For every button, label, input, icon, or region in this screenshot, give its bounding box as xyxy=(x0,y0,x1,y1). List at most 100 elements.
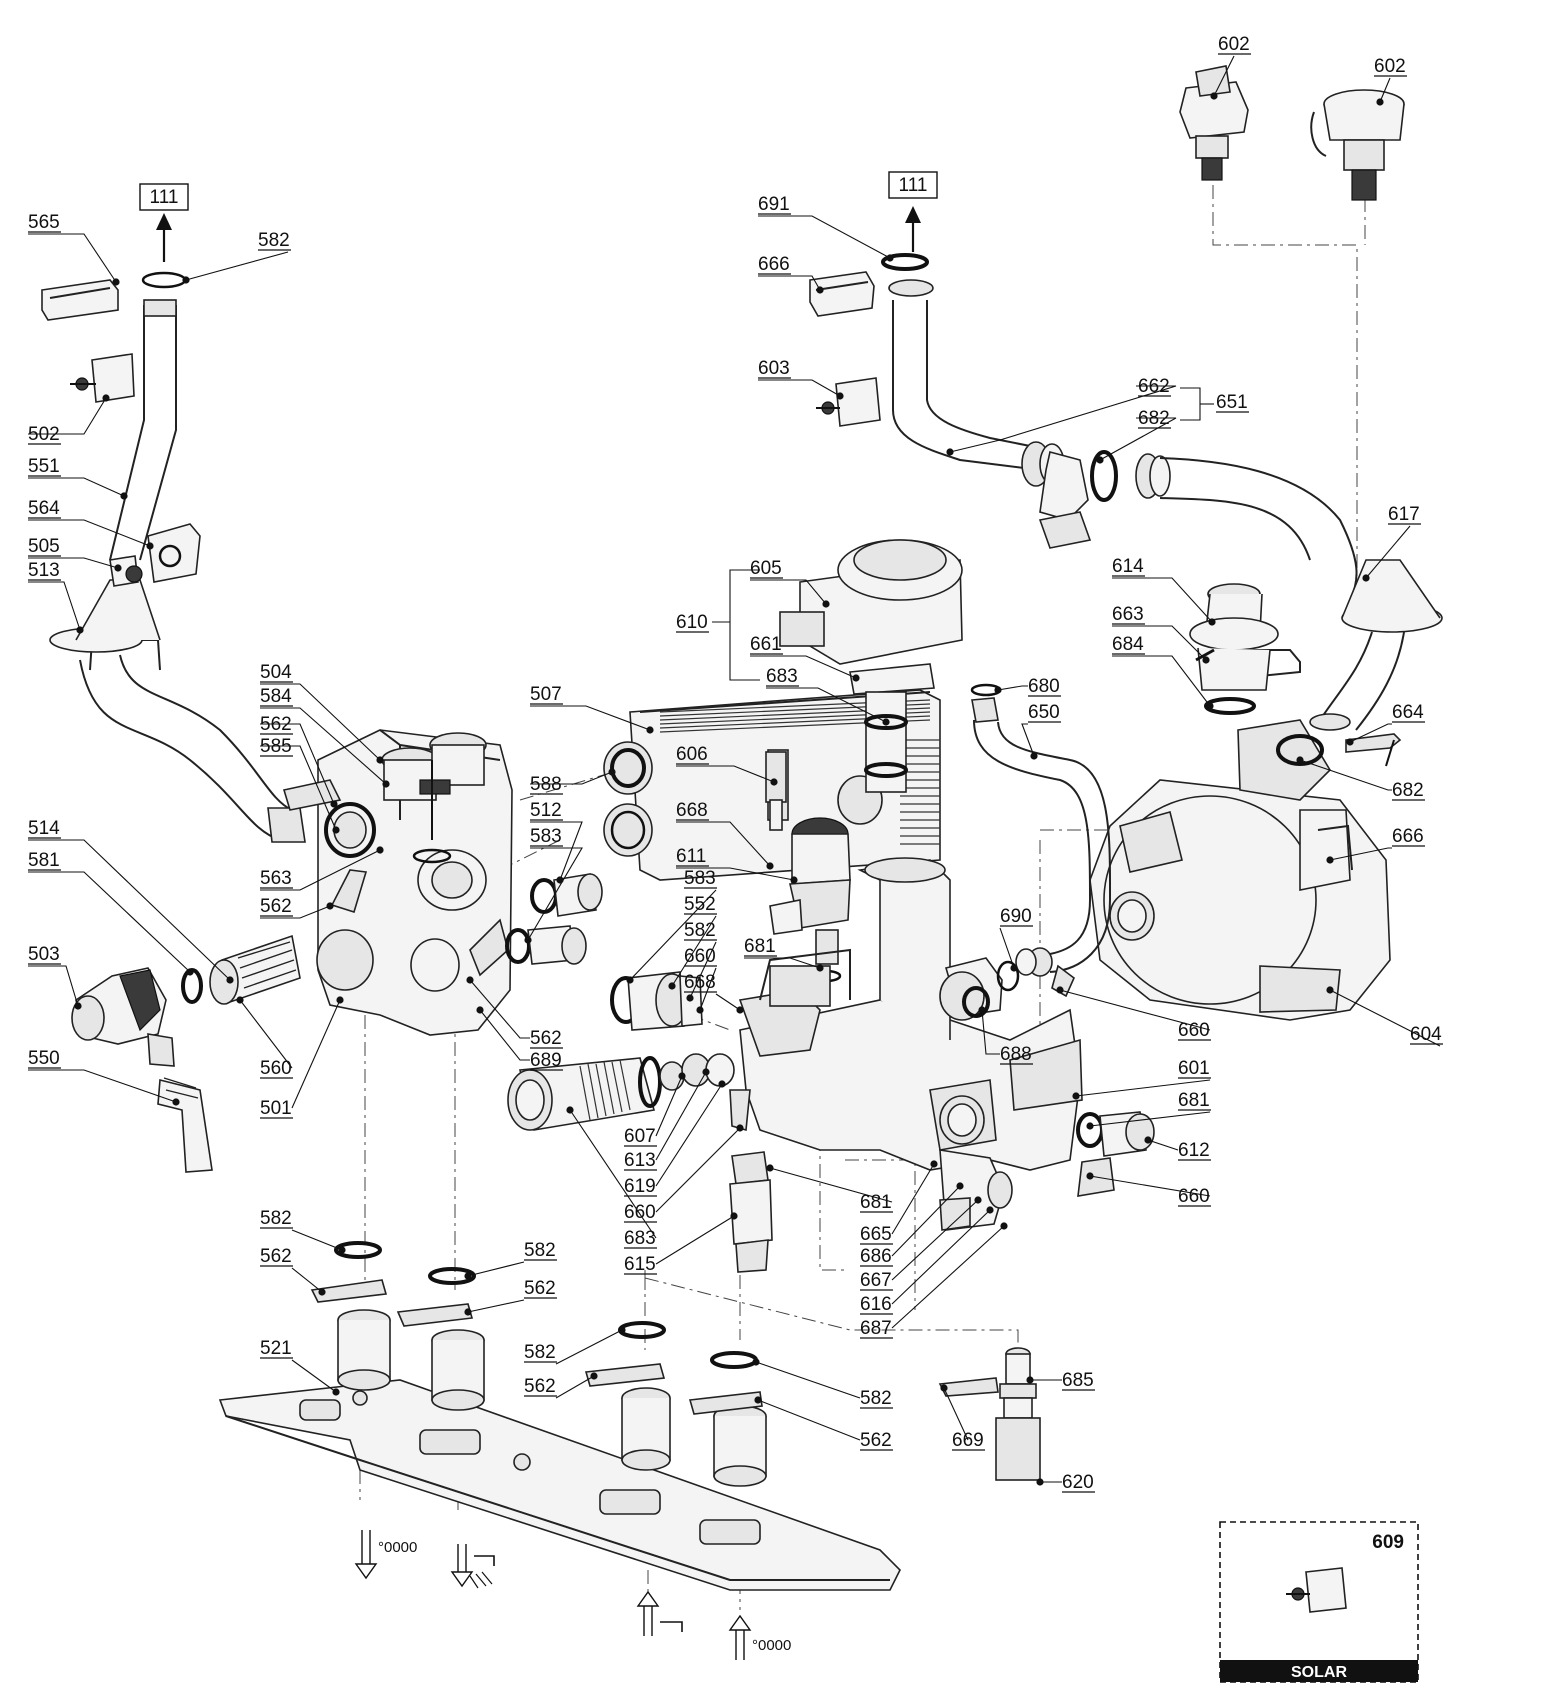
callout-562a: 562 xyxy=(260,714,338,808)
callout-662: 662 xyxy=(946,376,1177,456)
heating-flow-symbol: °0000 xyxy=(728,1614,791,1660)
leader-line xyxy=(758,379,841,397)
leader-dot xyxy=(930,1160,938,1168)
leader-dot xyxy=(120,492,128,500)
leader-dot xyxy=(852,674,860,682)
callout-601: 601 xyxy=(1072,1058,1211,1100)
callout-551: 551 xyxy=(28,456,128,500)
callout-682a: 682 xyxy=(1096,408,1177,464)
leader-dot xyxy=(1030,752,1038,760)
leader-dot xyxy=(618,1326,626,1334)
callout-505: 505 xyxy=(28,536,122,572)
part-number-label: 611 xyxy=(676,846,706,867)
part-number-label: 682 xyxy=(1392,780,1424,801)
leader-dot xyxy=(816,286,824,294)
leader-line xyxy=(28,477,125,497)
leader-dot xyxy=(790,876,798,884)
part-number-label: 562 xyxy=(524,1278,556,1299)
callout-660b: 660 xyxy=(1056,986,1211,1041)
leader-line xyxy=(185,251,289,281)
callout-665: 665 xyxy=(860,1160,938,1245)
callout-583a: 583 xyxy=(524,826,583,944)
callout-688: 688 xyxy=(978,1006,1033,1065)
callout-651: 651 xyxy=(1216,392,1249,413)
part-number-label: 660 xyxy=(1178,1186,1210,1207)
leader-dot xyxy=(702,1068,710,1076)
leader-line xyxy=(1349,723,1392,743)
callout-562d: 562 xyxy=(260,1246,326,1296)
leader-dot xyxy=(770,778,778,786)
leader-line xyxy=(28,233,117,283)
leader-dot xyxy=(730,1212,738,1220)
part-number-label: 563 xyxy=(260,868,292,889)
assembly-centerlines xyxy=(359,185,1366,1610)
leader-line xyxy=(891,1185,961,1257)
callout-619: 619 xyxy=(624,1080,726,1197)
part-number-label: 661 xyxy=(750,634,782,655)
leader-line xyxy=(757,1399,861,1441)
part-number-label: 582 xyxy=(260,1208,292,1229)
part-number-label: 562 xyxy=(860,1430,892,1451)
part-number-label: 666 xyxy=(758,254,790,275)
leader-dot xyxy=(382,780,390,788)
leader-dot xyxy=(1346,738,1354,746)
part-number-label: 604 xyxy=(1410,1024,1442,1045)
part-number-label: 502 xyxy=(28,424,60,445)
leader-dot xyxy=(102,394,110,402)
callout-labels: 6026026916666036626516826176146636846646… xyxy=(28,34,1443,1493)
leader-line xyxy=(1089,1175,1211,1197)
leader-line xyxy=(758,215,891,259)
coupling-552 xyxy=(610,971,703,1031)
part-number-label: 562 xyxy=(530,1028,562,1049)
leader-dot xyxy=(816,964,824,972)
callout-684: 684 xyxy=(1112,634,1214,710)
part-number-label: 617 xyxy=(1388,504,1420,525)
leader-dot xyxy=(330,800,338,808)
connector-688 xyxy=(939,957,1020,1021)
leader-line xyxy=(530,821,583,881)
leader-line xyxy=(530,705,651,731)
callout-663: 663 xyxy=(1112,604,1210,664)
part-number-label: 682 xyxy=(1138,408,1170,429)
leader-line xyxy=(467,1261,525,1277)
leader-dot xyxy=(376,756,384,764)
callout-602a: 602 xyxy=(1210,34,1251,100)
leader-dot xyxy=(1010,964,1018,972)
valve-block-601 xyxy=(738,857,1083,1171)
leader-line xyxy=(467,1299,525,1313)
callout-681a: 681 xyxy=(744,936,824,972)
leader-dot xyxy=(590,1372,598,1380)
leader-dot xyxy=(752,1358,760,1366)
leader-dot xyxy=(766,1164,774,1172)
leader-dot xyxy=(766,862,774,870)
valve-611 xyxy=(769,817,851,935)
fan-605 xyxy=(779,539,963,793)
filter-514 xyxy=(209,934,301,1005)
part-number-label: 619 xyxy=(624,1176,656,1197)
part-number-label: 681 xyxy=(744,936,776,957)
clip-565 xyxy=(41,279,119,321)
callout-605: 605 xyxy=(750,558,830,608)
part-number-label: 606 xyxy=(676,744,708,765)
leader-line xyxy=(1365,525,1411,579)
inset-609-caption: SOLAR xyxy=(1291,1664,1347,1681)
callout-521: 521 xyxy=(260,1338,340,1396)
callout-583b: 583 xyxy=(626,868,717,984)
leader-line xyxy=(766,687,887,723)
leader-dot xyxy=(326,902,334,910)
leader-dot xyxy=(736,1124,744,1132)
callout-620: 620 xyxy=(1036,1472,1095,1493)
callout-668b: 668 xyxy=(684,972,744,1014)
sensor-606 xyxy=(765,751,787,831)
callout-582a: 582 xyxy=(182,230,291,284)
callout-664: 664 xyxy=(1346,702,1425,746)
leader-dot xyxy=(464,1272,472,1280)
part-number-label: 615 xyxy=(624,1254,656,1275)
part-number-label: 551 xyxy=(28,456,60,477)
callout-616: 616 xyxy=(860,1206,994,1315)
callout-585: 585 xyxy=(260,736,340,834)
leader-line xyxy=(655,1083,723,1187)
leader-dot xyxy=(1086,1122,1094,1130)
